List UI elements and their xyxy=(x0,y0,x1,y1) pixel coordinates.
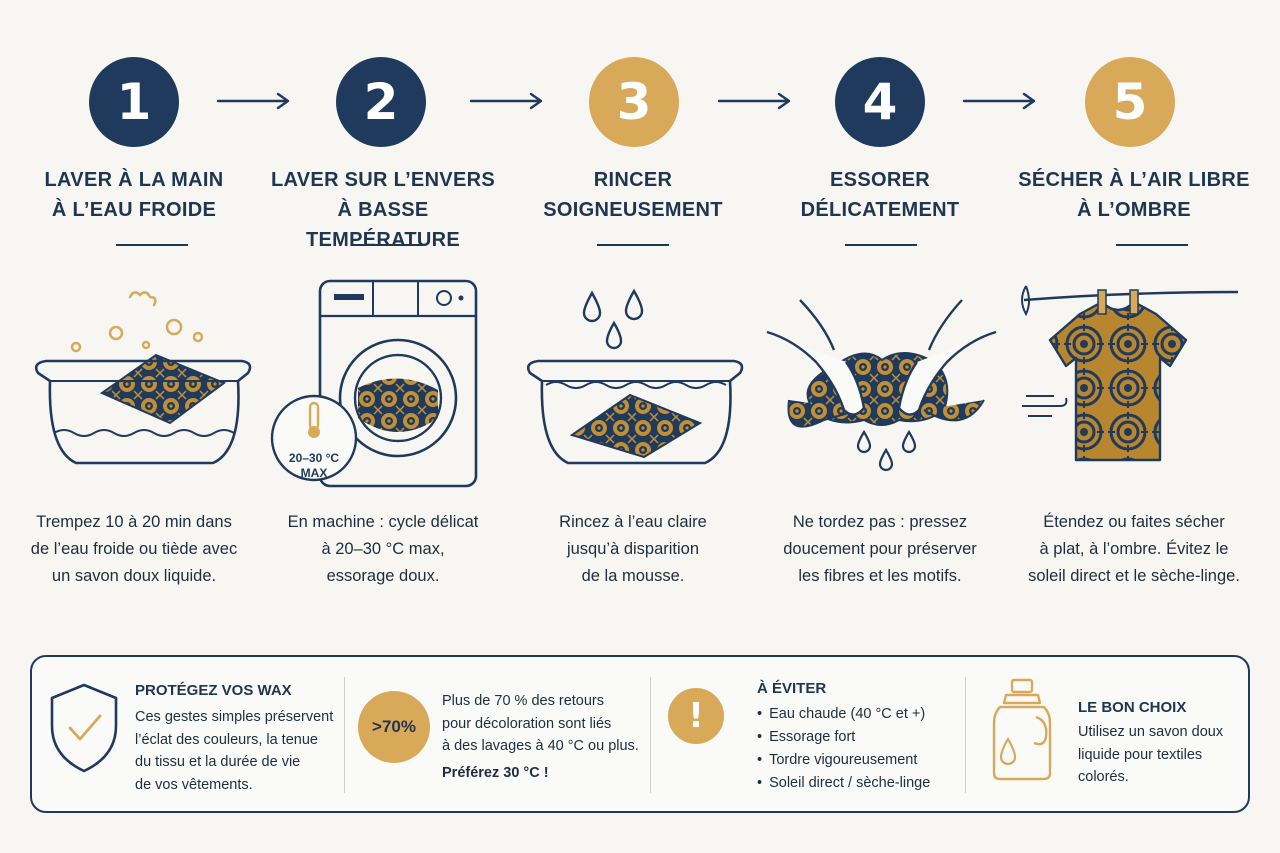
list-item: Soleil direct / sèche-linge xyxy=(757,772,930,795)
shield-check-icon xyxy=(50,683,118,773)
stat-badge-text: >70% xyxy=(372,717,416,736)
step-1-number-text: 1 xyxy=(116,73,152,131)
step-2-number-text: 2 xyxy=(363,73,399,131)
shirt-on-line-icon xyxy=(1021,285,1239,462)
step-5-number: 5 xyxy=(1085,57,1175,147)
step-2-number: 2 xyxy=(336,57,426,147)
choice-title: LE BON CHOIX xyxy=(1078,699,1187,716)
stat-emphasis: Préférez 30 °C ! xyxy=(442,764,549,781)
step-1-number: 1 xyxy=(89,57,179,147)
arrow-right-icon xyxy=(216,92,290,110)
avoid-title: À ÉVITER xyxy=(757,680,827,697)
step-4-number-text: 4 xyxy=(862,73,898,131)
title-divider xyxy=(845,244,917,246)
washing-machine-icon: 20–30 °C MAX xyxy=(270,279,478,488)
list-item: Tordre vigoureusement xyxy=(757,749,930,772)
title-divider xyxy=(116,244,188,246)
step-3-number-text: 3 xyxy=(616,73,652,131)
hands-press-fabric-icon xyxy=(766,299,997,472)
title-divider xyxy=(597,244,669,246)
rinse-basin-icon xyxy=(526,288,744,465)
warning-icon-glyph: ! xyxy=(688,696,704,736)
list-item: Essorage fort xyxy=(757,726,930,749)
panel-divider xyxy=(965,677,966,793)
step-4-number: 4 xyxy=(835,57,925,147)
list-item: Eau chaude (40 °C et +) xyxy=(757,703,930,726)
temperature-badge-text: 20–30 °C xyxy=(289,451,340,465)
detergent-bottle-icon xyxy=(992,678,1052,781)
temperature-badge-max: MAX xyxy=(301,466,328,480)
arrow-right-icon xyxy=(717,92,791,110)
stat-badge: >70% xyxy=(358,691,430,763)
title-divider xyxy=(351,244,423,246)
protect-title: PROTÉGEZ VOS WAX xyxy=(135,682,292,699)
arrow-right-icon xyxy=(469,92,543,110)
panel-divider xyxy=(344,677,345,793)
step-5-number-text: 5 xyxy=(1112,73,1148,131)
avoid-list: Eau chaude (40 °C et +) Essorage fort To… xyxy=(757,703,930,795)
arrow-right-icon xyxy=(962,92,1036,110)
hand-wash-basin-icon xyxy=(34,291,252,465)
warning-icon: ! xyxy=(668,688,724,744)
panel-divider xyxy=(650,677,651,793)
title-divider xyxy=(1116,244,1188,246)
step-3-number: 3 xyxy=(589,57,679,147)
